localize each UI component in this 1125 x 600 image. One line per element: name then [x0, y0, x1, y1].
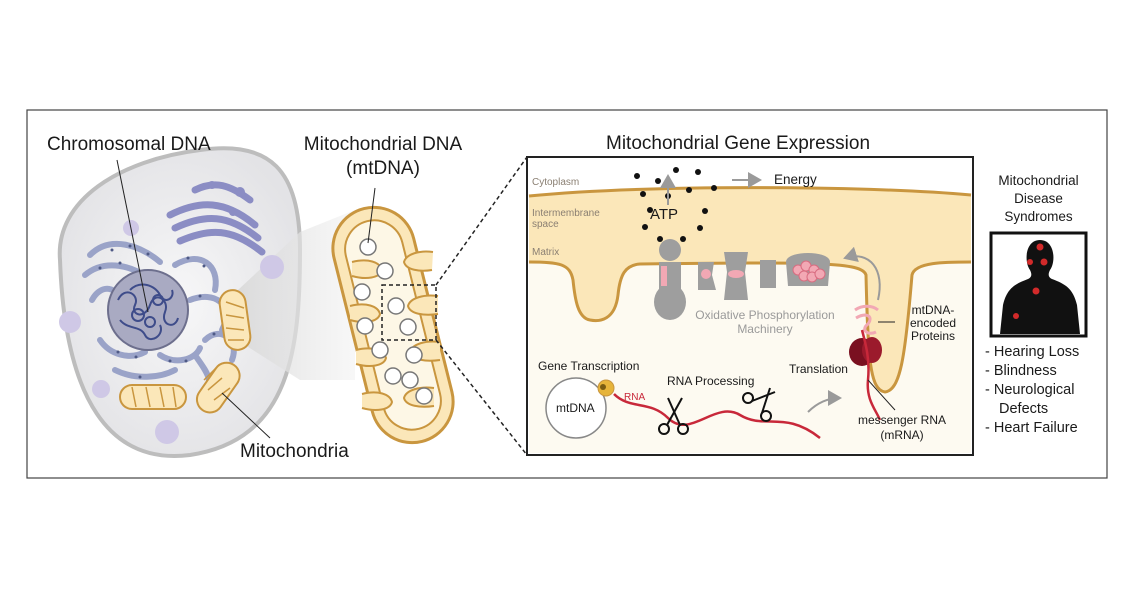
oxphos-label-line1: Oxidative Phosphorylation: [695, 308, 835, 322]
arrow-icon: [807, 390, 842, 413]
mrna-label-line2: (mRNA): [880, 428, 924, 442]
proteins-label-line2: encoded: [909, 316, 957, 330]
cytoplasm-label: Cytoplasm: [532, 177, 580, 188]
mtdna-label-line2: (mtDNA): [346, 158, 420, 179]
proteins-label-line3: Proteins: [910, 329, 956, 343]
disease-panel: [989, 231, 1088, 338]
expression-title: Mitochondrial Gene Expression: [606, 133, 871, 154]
zoomed-mitochondrion: [331, 156, 528, 456]
mtdna-circle-label: mtDNA: [556, 401, 595, 415]
symptom-item: - Heart Failure: [985, 420, 1078, 436]
vesicle: [59, 311, 81, 333]
oxphos-machinery: [654, 239, 830, 320]
symptom-item: - Hearing Loss: [985, 344, 1080, 360]
golgi-apparatus: [166, 181, 266, 256]
leader-line: [367, 187, 376, 244]
chromosomal-dna-label: Chromosomal DNA: [47, 134, 211, 155]
arrow-icon: [843, 246, 881, 301]
intermembrane-space: [529, 187, 971, 392]
atp-label: ATP: [650, 206, 679, 223]
matrix-label: Matrix: [532, 247, 560, 258]
scissors-icon: [742, 387, 776, 422]
symptom-item: Defects: [999, 401, 1049, 417]
mtdna-circles: [353, 238, 433, 405]
disease-title-line2: Disease: [1014, 191, 1063, 206]
scissors-icon: [658, 397, 689, 435]
symptom-list: - Hearing Loss - Blindness - Neurologica…: [985, 343, 1079, 438]
rna-label: RNA: [624, 392, 646, 403]
symptom-item: - Blindness: [985, 363, 1057, 379]
cell-mitochondrion: [119, 384, 187, 410]
vesicle: [260, 255, 284, 279]
proteins-label-line1: mtDNA-: [911, 303, 955, 317]
chromatin: [117, 283, 179, 341]
zoom-box: [381, 284, 437, 341]
intermembrane-label-line1: Intermembrane: [532, 208, 600, 219]
translation-label: Translation: [789, 362, 848, 376]
disease-title-line3: Syndromes: [1004, 209, 1073, 224]
rna-processing-label: RNA Processing: [667, 374, 755, 388]
cell-mitochondrion: [195, 361, 241, 414]
gene-transcription-label: Gene Transcription: [538, 359, 640, 373]
mtdna-circle: [545, 377, 607, 439]
polymerase: [597, 379, 615, 397]
cell-mitochondrion: [218, 289, 252, 351]
leader-line: [116, 159, 149, 313]
atp-dot-icons: [634, 167, 717, 242]
vesicle: [92, 380, 110, 398]
cell-illustration: [57, 146, 355, 458]
expression-panel: [526, 156, 974, 456]
oxphos-label-line2: Machinery: [737, 322, 793, 336]
zoom-line: [435, 156, 528, 286]
rna-strand: [613, 393, 821, 439]
mrna-label-line1: messenger RNA: [857, 413, 947, 427]
mitochondria-label: Mitochondria: [240, 441, 349, 462]
zoom-line: [435, 339, 528, 456]
leader-line: [221, 392, 271, 439]
vesicle: [155, 420, 179, 444]
zoom-cone: [238, 210, 355, 380]
energy-label: Energy: [774, 172, 817, 187]
leader-line: [867, 379, 896, 411]
intermembrane-label-line2: space: [532, 219, 559, 230]
symptom-item: - Neurological: [985, 382, 1075, 398]
human-silhouette-icon: [1000, 240, 1080, 334]
disease-title-line1: Mitochondrial: [998, 173, 1079, 188]
mtdna-label-line1: Mitochondrial DNA: [303, 134, 463, 155]
disease-dots: [1013, 243, 1048, 319]
